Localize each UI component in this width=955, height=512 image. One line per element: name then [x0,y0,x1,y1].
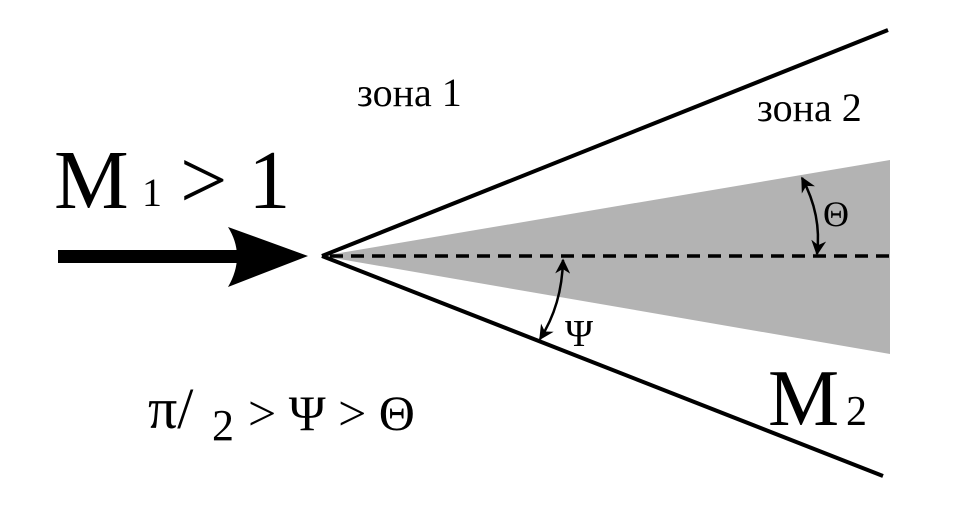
shock-wave-upper [321,28,889,258]
m2-symbol: M [768,355,839,443]
psi-label: Ψ [565,313,593,355]
zone-2-label: зона 2 [757,85,862,130]
m1-symbol: M [54,134,129,227]
zone-1-label: зона 1 [357,70,462,115]
theta-angle-arc [800,176,827,256]
theta-label: Θ [823,194,849,234]
shock-wave-lower [321,254,884,478]
psi-angle-arc [538,258,571,341]
m1-condition: M 1 > 1 [54,134,290,227]
flow-arrow [58,227,308,287]
m1-inequality: > 1 [180,134,290,227]
m2-subscript: 2 [846,389,867,435]
inequality-pi-over: π/ [148,376,194,441]
m1-subscript: 1 [142,170,162,215]
inequality-two: 2 [212,401,234,450]
inequality-rest: > Ψ > Θ [248,385,415,441]
m2-label: M 2 [768,355,867,443]
angle-inequality: π/ 2 > Ψ > Θ [148,376,415,450]
